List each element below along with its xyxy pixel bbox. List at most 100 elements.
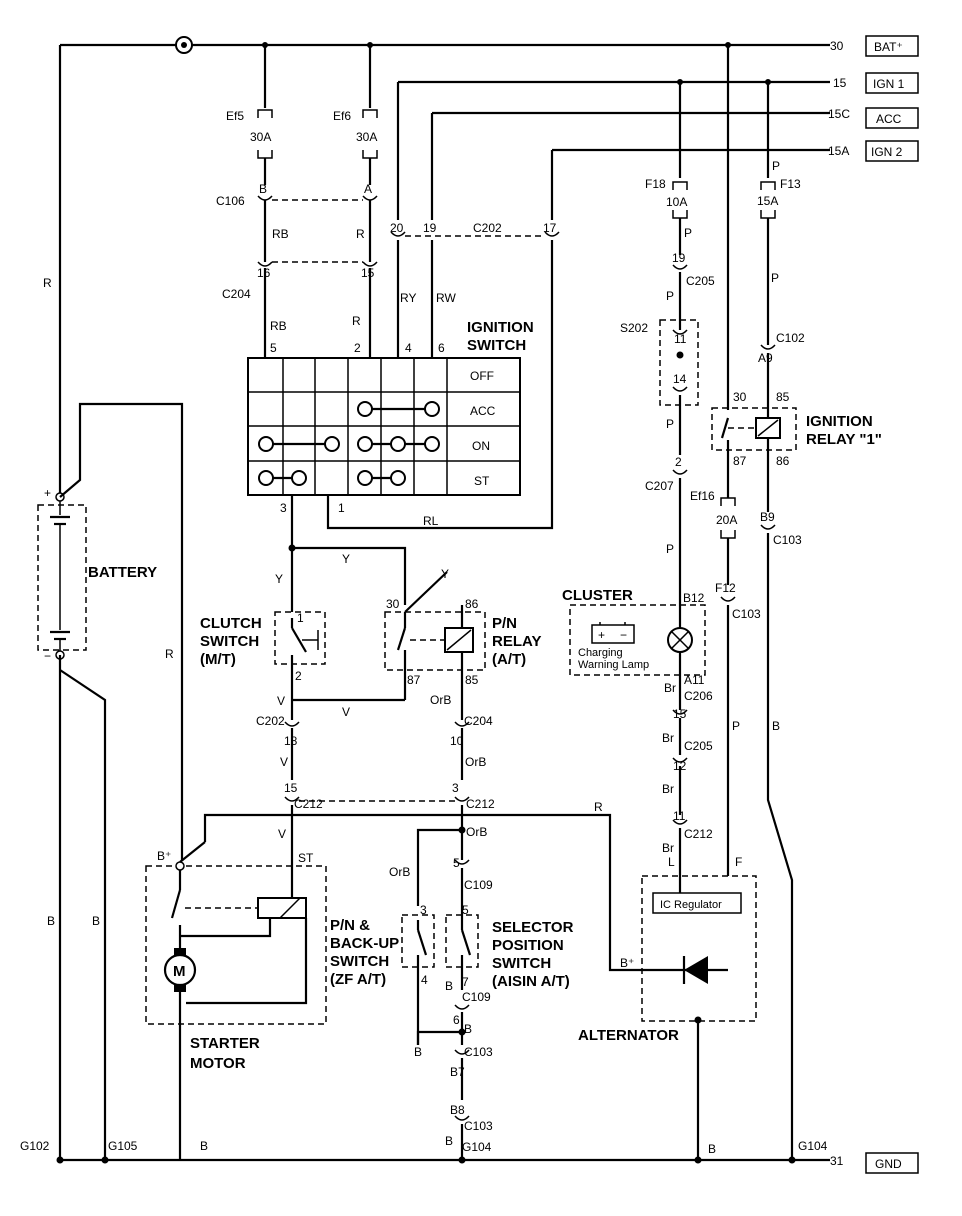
svg-text:19: 19 — [672, 251, 686, 265]
svg-text:5: 5 — [270, 341, 277, 355]
motor-m: M — [173, 963, 186, 980]
svg-text:V: V — [342, 705, 350, 719]
svg-text:B⁺: B⁺ — [157, 849, 171, 863]
fuse-ef6: Ef6 30A — [333, 42, 378, 185]
svg-text:SWITCH: SWITCH — [330, 953, 389, 970]
svg-text:18: 18 — [284, 734, 298, 748]
svg-text:G105: G105 — [108, 1139, 138, 1153]
svg-text:Br: Br — [662, 841, 674, 855]
svg-text:P: P — [684, 226, 692, 240]
svg-text:(ZF A/T): (ZF A/T) — [330, 971, 386, 988]
svg-text:IGNITION: IGNITION — [806, 413, 873, 430]
svg-text:C206: C206 — [684, 689, 713, 703]
alternator: IC Regulator F B⁺ ALTERNATOR — [578, 855, 757, 1044]
svg-text:15: 15 — [833, 76, 847, 90]
svg-text:B: B — [200, 1139, 208, 1153]
svg-text:C212: C212 — [294, 797, 323, 811]
svg-text:Ef5: Ef5 — [226, 109, 244, 123]
svg-text:CLUTCH: CLUTCH — [200, 615, 262, 632]
svg-text:B12: B12 — [683, 591, 705, 605]
svg-text:P: P — [666, 417, 674, 431]
svg-text:Ef16: Ef16 — [690, 489, 715, 503]
svg-text:F13: F13 — [780, 177, 801, 191]
svg-text:86: 86 — [776, 454, 790, 468]
svg-text:20: 20 — [390, 221, 404, 235]
starter-motor: B⁺ V ST M STARTER MOTOR — [145, 805, 327, 1160]
svg-text:A11: A11 — [684, 673, 705, 687]
svg-text:L: L — [668, 855, 675, 869]
svg-text:C205: C205 — [684, 739, 713, 753]
svg-text:11: 11 — [673, 809, 686, 823]
svg-text:Br: Br — [662, 731, 674, 745]
svg-text:B7: B7 — [450, 1065, 465, 1079]
fuse-ef5: Ef5 30A — [226, 42, 273, 185]
svg-text:P: P — [732, 719, 740, 733]
svg-text:3: 3 — [280, 501, 287, 515]
terminal-ign2: IGN 2 — [871, 145, 903, 159]
svg-text:20A: 20A — [716, 513, 737, 527]
fuse-ef16: Ef16 20A — [690, 489, 737, 539]
svg-text:15A: 15A — [828, 144, 849, 158]
svg-text:2: 2 — [675, 455, 682, 469]
svg-text:B8: B8 — [450, 1103, 465, 1117]
svg-text:RELAY "1": RELAY "1" — [806, 431, 882, 448]
svg-text:P/N: P/N — [492, 615, 517, 632]
svg-text:2: 2 — [295, 669, 302, 683]
connector-c204-top: 16 15 C204 — [222, 261, 378, 301]
svg-text:OrB: OrB — [389, 865, 410, 879]
svg-text:C207: C207 — [645, 479, 674, 493]
svg-text:RB: RB — [272, 227, 289, 241]
svg-text:R: R — [356, 227, 365, 241]
svg-text:1: 1 — [338, 501, 345, 515]
svg-text:OrB: OrB — [465, 755, 486, 769]
svg-text:C212: C212 — [684, 827, 713, 841]
svg-text:B9: B9 — [760, 510, 775, 524]
svg-text:IC Regulator: IC Regulator — [660, 899, 722, 911]
svg-text:C212: C212 — [466, 797, 495, 811]
svg-text:3: 3 — [420, 903, 427, 917]
svg-text:15C: 15C — [828, 107, 850, 121]
svg-text:CLUSTER: CLUSTER — [562, 587, 633, 604]
svg-text:F: F — [735, 855, 742, 869]
svg-text:G102: G102 — [20, 1139, 50, 1153]
svg-text:RB: RB — [270, 319, 287, 333]
terminal-numbers: 30 15 15C 15A 31 — [828, 39, 850, 1168]
battery: + − BATTERY — [37, 486, 157, 663]
connector-c106: C106 B A — [216, 182, 378, 208]
pn-backup-switch: 3 4 P/N & BACK-UP SWITCH (ZF A/T) — [330, 903, 435, 1045]
svg-text:R: R — [352, 314, 361, 328]
svg-text:30: 30 — [386, 597, 400, 611]
svg-text:A9: A9 — [758, 351, 773, 365]
svg-text:B: B — [445, 1134, 453, 1148]
svg-text:SWITCH: SWITCH — [200, 633, 259, 650]
svg-text:5: 5 — [453, 856, 460, 870]
svg-text:C103: C103 — [464, 1045, 493, 1059]
svg-text:SWITCH: SWITCH — [492, 955, 551, 972]
clutch-switch: 1 2 CLUTCH SWITCH (M/T) — [200, 611, 326, 683]
svg-text:30: 30 — [830, 39, 844, 53]
svg-text:BACK-UP: BACK-UP — [330, 935, 399, 952]
svg-text:19: 19 — [423, 221, 437, 235]
svg-text:C202: C202 — [256, 714, 285, 728]
svg-text:(M/T): (M/T) — [200, 651, 236, 668]
svg-text:Y: Y — [441, 567, 449, 581]
pos-st: ST — [474, 474, 490, 488]
fuse-f13: F13 15A — [757, 177, 801, 219]
svg-text:1: 1 — [297, 611, 304, 625]
svg-text:C202: C202 — [473, 221, 502, 235]
svg-text:B: B — [772, 719, 780, 733]
svg-text:ST: ST — [298, 851, 314, 865]
svg-text:30: 30 — [733, 390, 747, 404]
svg-text:B⁺: B⁺ — [620, 956, 634, 970]
svg-text:17: 17 — [543, 221, 557, 235]
svg-text:R: R — [165, 647, 174, 661]
svg-text:RY: RY — [400, 291, 416, 305]
svg-text:OrB: OrB — [430, 693, 451, 707]
svg-text:Y: Y — [275, 572, 283, 586]
svg-text:4: 4 — [405, 341, 412, 355]
svg-text:4: 4 — [421, 973, 428, 987]
svg-text:MOTOR: MOTOR — [190, 1055, 246, 1072]
svg-text:STARTER: STARTER — [190, 1035, 260, 1052]
cluster: CLUSTER B12 + − Charging Warning Lamp — [562, 587, 706, 676]
